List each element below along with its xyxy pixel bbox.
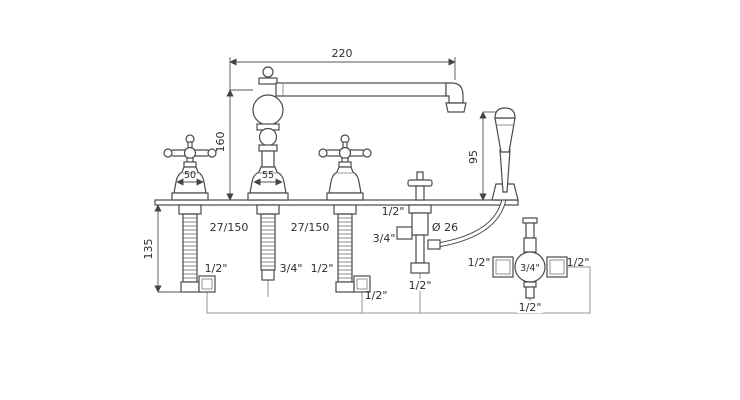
valve-bottom-stem	[525, 286, 535, 299]
valve-top-cap	[522, 217, 538, 224]
shower-head-cone	[494, 117, 516, 153]
right-shank-connector-inner	[356, 278, 368, 290]
right-shank-bottom-nut	[335, 281, 355, 293]
diverter-knob-cap	[407, 179, 433, 187]
spout-finial	[262, 66, 274, 78]
valve-right-connection-label: 1/2"	[567, 256, 590, 269]
spout-base-flange	[247, 192, 289, 201]
shower-head-dome	[494, 107, 516, 119]
diverter-bottom-connection-label: 1/2"	[409, 279, 432, 292]
valve-bottom-connection-label: 1/2"	[519, 301, 542, 314]
spout-sphere-small	[258, 127, 278, 147]
middle-shank-thread-rod	[260, 213, 276, 271]
middle-shank-nut	[256, 204, 280, 215]
spout-elbow	[445, 82, 464, 104]
valve-bottom-collar	[523, 281, 537, 288]
valve-top-stem	[525, 222, 535, 239]
left-handle	[163, 134, 217, 201]
dim-55-label: 55	[262, 170, 274, 181]
diverter-side-port	[396, 226, 413, 240]
diverter-knob-stem	[415, 185, 425, 201]
middle-shank-connection-label: 3/4"	[280, 262, 303, 275]
left-shank-connection-label: 1/2"	[205, 262, 228, 275]
labels: 220 160 50 55 135 95 27/150 27/150 1/2" …	[142, 47, 589, 314]
diverter-side-connection-label: 3/4"	[373, 232, 396, 245]
diverter-bottom-label-bg	[407, 279, 433, 291]
right-shank-nut	[333, 204, 357, 215]
right-shank-thread-label: 27/150	[291, 221, 330, 234]
left-handle-flange	[171, 192, 209, 201]
deck	[154, 199, 519, 206]
middle-shank	[256, 204, 280, 281]
diverter-body	[411, 212, 429, 236]
valve-center-connection-label: 3/4"	[520, 263, 540, 274]
valve-left-port	[492, 256, 514, 278]
left-handle-left-ball	[163, 148, 173, 158]
spout-ring-lower	[258, 144, 278, 152]
spout-top-cap	[258, 77, 278, 85]
right-handle-flange	[326, 192, 364, 201]
valve-bottom-label-bg	[517, 301, 543, 313]
spout-neck	[261, 150, 275, 168]
dim-160-label: 160	[214, 132, 227, 153]
right-handle-hub	[338, 146, 352, 160]
spout-sphere-large	[252, 94, 284, 126]
diverter-knob-tip	[416, 171, 424, 181]
dim-95-label: 95	[467, 150, 480, 164]
diverter	[396, 171, 433, 274]
dim-135-label: 135	[142, 239, 155, 260]
dim-50-label: 50	[184, 170, 196, 181]
deck-plate	[154, 199, 519, 206]
spout-aerator	[445, 102, 467, 113]
right-handle-neck	[338, 161, 352, 168]
right-shank-bottom-connection-label: 1/2"	[365, 289, 388, 302]
left-shank-connector-inner	[201, 278, 213, 290]
supply-line-main	[206, 266, 591, 314]
right-handle	[318, 134, 372, 201]
diverter-deck-nut	[408, 204, 432, 214]
hose-diameter-label: Ø 26	[432, 221, 458, 234]
right-handle-left-ball	[318, 148, 328, 158]
dimension-lines	[154, 57, 497, 293]
right-shank	[333, 204, 371, 293]
left-handle-neck	[183, 161, 197, 168]
right-handle-right-ball	[362, 148, 372, 158]
shower-hose-highlight	[437, 191, 507, 247]
dim-220-label: 220	[332, 47, 353, 60]
left-shank-bottom-nut	[180, 281, 200, 293]
spout-arm	[275, 82, 447, 97]
right-handle-bell	[328, 166, 362, 194]
valve-left-port-inner	[495, 259, 511, 275]
valve-collar	[523, 237, 537, 253]
middle-shank-fitting	[261, 269, 275, 281]
valve-left-connection-label: 1/2"	[468, 256, 491, 269]
right-shank-thread-rod	[337, 213, 353, 283]
diverter-bottom-nut	[410, 262, 430, 274]
diverter-bottom-stem	[415, 234, 425, 264]
valve-right-port	[546, 256, 568, 278]
left-shank-connector	[198, 275, 216, 293]
right-shank-connector	[353, 275, 371, 293]
spout	[247, 66, 467, 201]
valve-right-port-inner	[549, 259, 565, 275]
left-shank-thread-rod	[182, 213, 198, 283]
left-shank-nut	[178, 204, 202, 215]
left-handle-hub	[183, 146, 197, 160]
right-shank-side-connection-label: 1/2"	[311, 262, 334, 275]
left-shank	[178, 204, 216, 293]
left-handle-right-ball	[207, 148, 217, 158]
shower-hose-fitting	[427, 239, 441, 250]
bottom-valve	[492, 217, 568, 299]
diverter-top-connection-label: 1/2"	[382, 205, 405, 218]
hand-shower	[427, 107, 519, 250]
left-shank-thread-label: 27/150	[210, 221, 249, 234]
